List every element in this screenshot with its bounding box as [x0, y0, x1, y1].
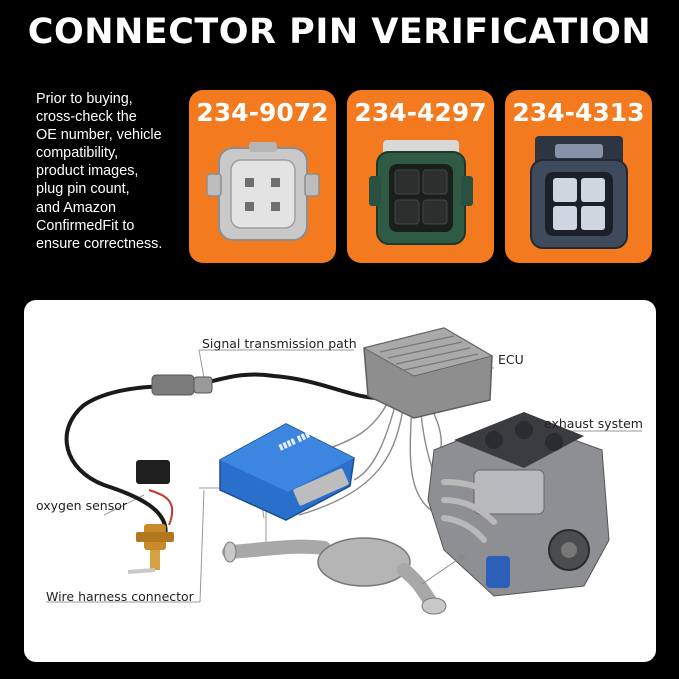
part-number: 234-4297 — [354, 98, 487, 127]
harness-connector-label: Wire harness connector — [46, 589, 194, 604]
intro-line: ensure correctness. — [36, 235, 163, 252]
intro-line: compatibility, — [36, 145, 119, 162]
ecu-box-icon — [362, 327, 494, 419]
intro-line: product images, — [36, 163, 139, 180]
module-box-icon: ▮▮▮▮ ▮▮▮ — [219, 423, 355, 521]
exhaust-pipe-icon — [222, 537, 447, 615]
intro-line: Prior to buying, — [36, 91, 133, 107]
connector-card-1: 234-9072 — [189, 90, 336, 263]
signal-path-label: Signal transmission path — [202, 336, 357, 351]
connector-plug-icon — [206, 142, 320, 241]
exhaust-system-label: exhaust system — [544, 416, 643, 431]
oxygen-sensor-icon — [127, 524, 174, 574]
connector-card-3: 234-4313 — [505, 90, 652, 263]
part-number: 234-9072 — [196, 98, 329, 127]
ecu-label: ECU — [498, 352, 524, 367]
intro-line: ConfirmedFit to — [36, 217, 135, 234]
intro-text: Prior to buying, cross-check the OE numb… — [36, 90, 196, 253]
connector-plug-icon — [369, 140, 473, 245]
intro-line: cross-check the — [36, 109, 137, 126]
intro-line: OE number, vehicle — [36, 127, 162, 144]
system-diagram-panel: ▮▮▮▮ ▮▮▮ — [24, 300, 656, 662]
page-title: CONNECTOR PIN VERIFICATION — [27, 12, 652, 52]
engine-icon — [427, 412, 610, 597]
connector-plug-icon — [530, 136, 628, 249]
oxygen-sensor-label: oxygen sensor — [36, 498, 128, 513]
engine-wiring-illustration: ▮▮▮▮ ▮▮▮ — [46, 327, 642, 615]
connector-card-2: 234-4297 — [347, 90, 494, 263]
intro-line: and Amazon — [36, 199, 117, 216]
intro-line: plug pin count, — [36, 181, 130, 198]
part-number: 234-4313 — [512, 98, 645, 127]
